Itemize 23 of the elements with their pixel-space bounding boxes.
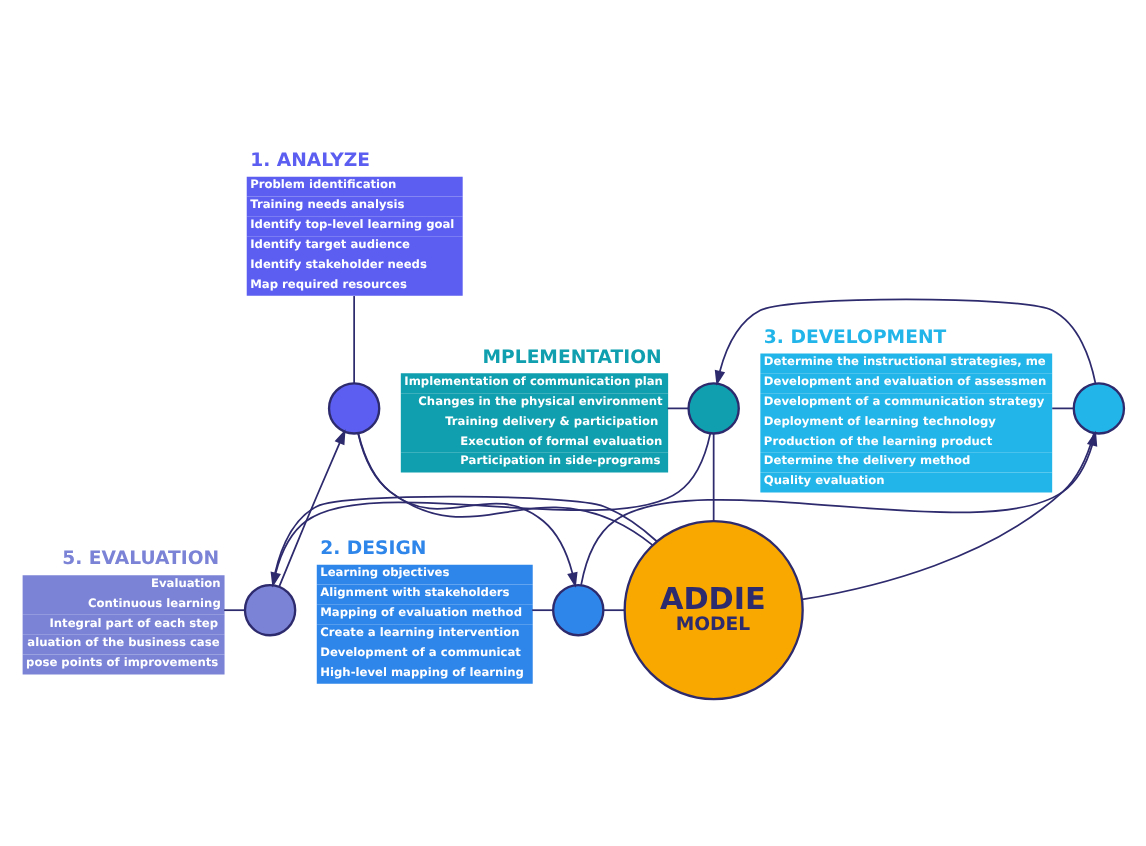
connector (353, 294, 355, 383)
node-circle (552, 582, 605, 636)
node-circle: ADDIE MODEL (623, 519, 804, 700)
connector (223, 608, 246, 611)
connector (602, 608, 626, 611)
connector (801, 431, 1095, 600)
arrow (357, 431, 578, 587)
connector (531, 608, 554, 611)
arrow (714, 297, 1097, 385)
node-circle (1072, 381, 1126, 434)
node-label: 2. DESIGN (320, 536, 427, 559)
node-label: 5. EVALUATION (62, 547, 220, 570)
connector (666, 406, 690, 409)
connector (1051, 406, 1075, 409)
connector (357, 431, 654, 545)
node-label: MPLEMENTATION (482, 345, 662, 368)
node-label: 1. ANALYZE (250, 148, 371, 171)
connector (712, 431, 715, 521)
node-circle (327, 381, 381, 434)
arrow (278, 428, 346, 587)
node-circle (687, 381, 740, 434)
node-circle (243, 582, 297, 636)
node-label: 3. DEVELOPMENT (763, 325, 947, 348)
